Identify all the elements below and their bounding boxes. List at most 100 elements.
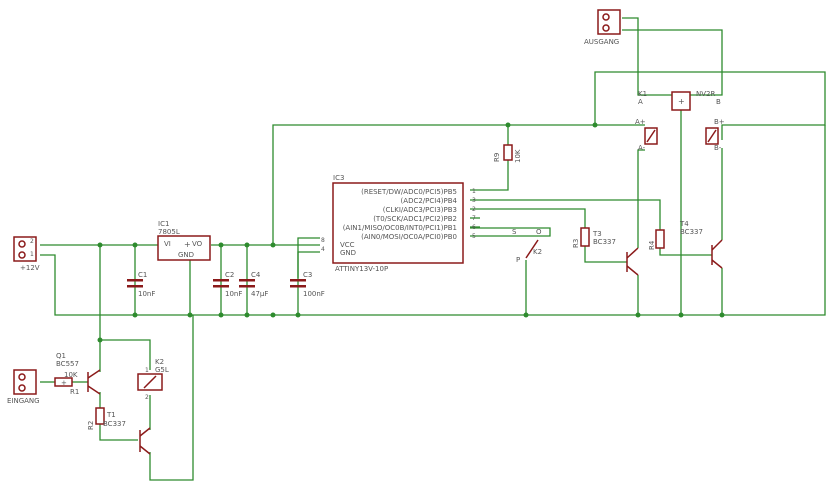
ic3-value: ATTINY13V-10P <box>335 265 388 273</box>
ic3-pin-list: (RESET/DW/ADC0/PCI5)PB5 (ADC2/PCI4)PB4 (… <box>343 188 476 241</box>
k1-name: K1 <box>638 90 647 98</box>
capacitor-c3: C3 100nF <box>290 271 325 298</box>
resistor-r2: R2 <box>87 407 105 430</box>
capacitor-c4: C4 47µF <box>239 271 268 298</box>
q1-name: Q1 <box>56 352 66 360</box>
resistor-r9: R9 10K <box>493 144 522 163</box>
ic1-vo: VO <box>192 240 203 248</box>
c4-value: 47µF <box>251 290 268 298</box>
ic3-vcc: VCC <box>340 241 355 249</box>
ic3-pinnum-7: 7 <box>472 215 476 222</box>
r2-name: R2 <box>87 421 95 430</box>
k1-a-plus: A+ <box>635 118 646 126</box>
transistor-q1: Q1 BC557 <box>56 352 101 395</box>
wire-k2-relay-top <box>100 339 151 370</box>
capacitor-c2: C2 10nF <box>213 271 242 298</box>
wire-t1-gnd <box>149 315 194 481</box>
wire-top-rail <box>272 71 826 245</box>
k1-b: B <box>716 98 721 106</box>
ic1-regulator: IC1 7805L VI VO + GND <box>157 220 211 261</box>
r1-value: 10K <box>64 371 78 379</box>
r1-name: R1 <box>70 388 79 396</box>
resistor-r4: R4 <box>648 229 665 250</box>
wire-pb0 <box>470 227 551 237</box>
ic1-vi: VI <box>164 240 171 248</box>
connector-ausgang-label: AUSGANG <box>584 38 619 46</box>
ic3-pin-gnd: 4 <box>321 246 325 253</box>
k1-value: NV2R <box>696 90 715 98</box>
t3-name: T3 <box>592 230 602 238</box>
ic3-pin-pb5: (RESET/DW/ADC0/PCI5)PB5 <box>361 188 457 196</box>
ic1-value: 7805L <box>158 228 180 236</box>
q1-value: BC557 <box>56 360 79 368</box>
k2-switch-o: O <box>536 228 542 236</box>
wire-r2-t1 <box>99 424 138 441</box>
k1-b-plus: B+ <box>714 118 725 126</box>
wire-r9-pb5 <box>470 160 509 191</box>
ic3-pinnum-6: 6 <box>472 224 476 231</box>
svg-text:2: 2 <box>145 394 149 401</box>
ic3-pin-pb1: (AIN1/MISO/OC0B/INT0/PCI1)PB1 <box>343 224 457 232</box>
t4-value: BC337 <box>680 228 703 236</box>
ic1-gnd: GND <box>178 251 194 259</box>
relay-k2: K2 G5L 1 2 <box>137 358 169 401</box>
junctions <box>97 122 725 343</box>
wire-ground-rail <box>40 125 826 316</box>
wire-ic3-gnd <box>297 251 320 315</box>
ic3-pinnum-1: 1 <box>472 188 476 195</box>
relay-k1: + K1 NV2R A B A+ A- B+ B- <box>635 90 725 152</box>
wire-pb4 <box>470 199 661 230</box>
wire-ausgang-a <box>622 17 672 96</box>
ic3-pinnum-5: 5 <box>472 233 476 240</box>
wire-r3-t3 <box>584 246 627 263</box>
c3-name: C3 <box>303 271 312 279</box>
capacitor-c1: C1 10nF <box>127 271 155 298</box>
ic3-pin-pb3: (CLKI/ADC3/PCI3)PB3 <box>383 206 457 214</box>
c4-name: C4 <box>251 271 261 279</box>
switch-k2: S O P K2 <box>512 228 542 264</box>
svg-text:+: + <box>184 240 191 249</box>
ic3-pinnum-2: 2 <box>472 206 476 213</box>
ic3-gnd: GND <box>340 249 356 257</box>
ic3-pin-pb4: (ADC2/PCI4)PB4 <box>401 197 458 205</box>
ic3-pin-pb0: (AIN0/MOSI/OC0A/PCI0)PB0 <box>361 233 457 241</box>
k2-switch-s: S <box>512 228 517 236</box>
svg-text:+: + <box>61 379 67 387</box>
c3-value: 100nF <box>303 290 325 298</box>
transistor-t3: T3 BC337 <box>592 230 639 276</box>
t1-value: BC337 <box>103 420 126 428</box>
connector-12v: 2 1 +12V <box>13 236 40 272</box>
ic3-pin-vcc: 8 <box>321 237 325 244</box>
r3-name: R3 <box>572 239 580 248</box>
r9-value: 10K <box>514 149 522 163</box>
resistor-r1: + 10K R1 <box>54 371 79 396</box>
t3-value: BC337 <box>593 238 616 246</box>
c2-value: 10nF <box>225 290 242 298</box>
connector-ausgang: AUSGANG <box>584 9 621 46</box>
ic3-pinnum-3: 3 <box>472 197 476 204</box>
c1-name: C1 <box>138 271 147 279</box>
ic3-pin-pb2: (T0/SCK/ADC1/PCI2)PB2 <box>373 215 457 223</box>
wire-pb3 <box>470 208 586 228</box>
t1-name: T1 <box>106 411 116 419</box>
transistor-t1: T1 BC337 <box>103 411 151 455</box>
k2-relay-value: G5L <box>155 366 169 374</box>
resistor-r3: R3 <box>572 227 590 248</box>
r9-name: R9 <box>493 153 501 162</box>
wire-t3-coil <box>637 149 645 248</box>
connector-eingang: EINGANG <box>7 369 40 405</box>
connector-eingang-label: EINGANG <box>7 397 40 405</box>
transistor-t4: T4 BC337 <box>679 220 723 269</box>
connector-12v-label: +12V <box>20 264 40 272</box>
svg-text:1: 1 <box>145 367 149 374</box>
wire-ausgang-b <box>622 29 723 96</box>
c2-name: C2 <box>225 271 234 279</box>
r4-name: R4 <box>648 240 656 250</box>
wire-c3-vcc <box>297 237 320 278</box>
ic1-name: IC1 <box>158 220 169 228</box>
k1-a: A <box>638 98 643 106</box>
k2-switch-name: K2 <box>533 248 542 256</box>
k1-b-minus: B- <box>714 144 722 152</box>
svg-text:+: + <box>678 97 685 106</box>
